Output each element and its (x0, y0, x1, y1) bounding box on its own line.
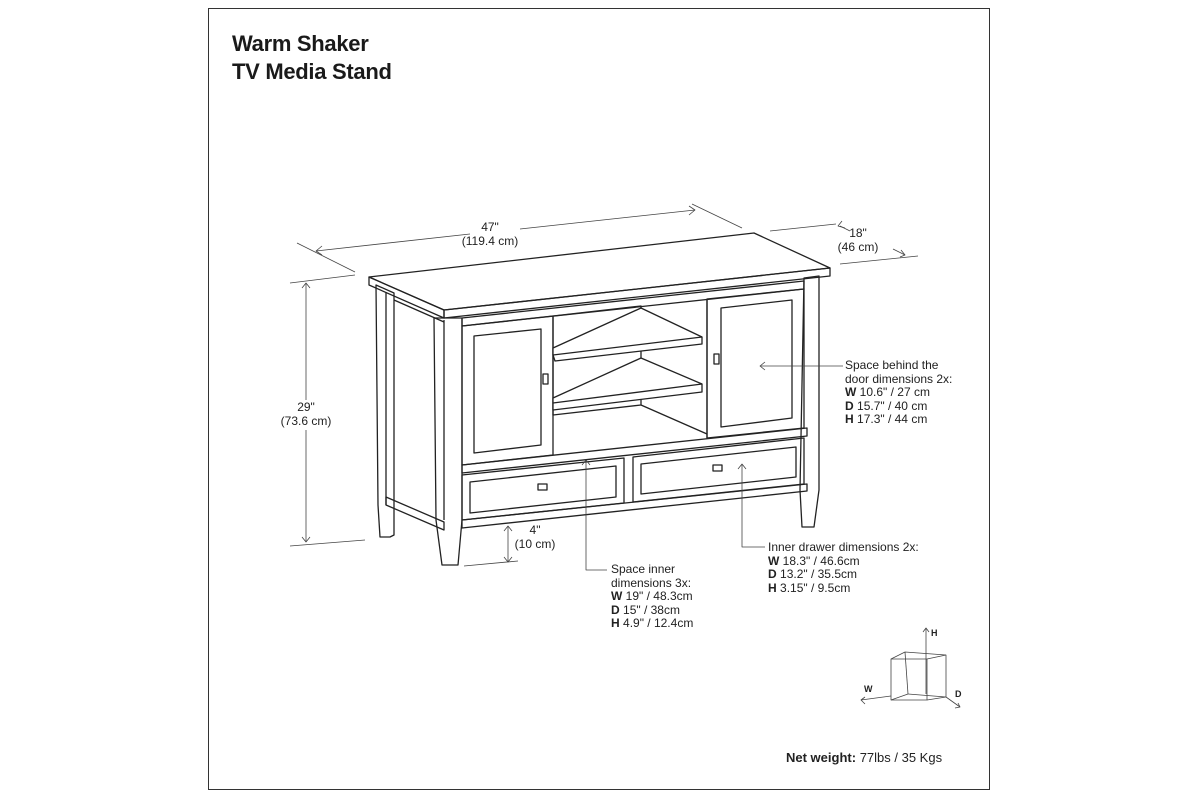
upper-shelf-edge (552, 336, 703, 356)
lower-shelf (552, 357, 703, 411)
d-label: D (611, 602, 620, 617)
drawer-height: 3.15" / 9.5cm (780, 580, 851, 595)
product-title: Warm Shaker TV Media Stand (232, 30, 392, 86)
height-inches: 29" (297, 400, 315, 414)
depth-label: 18"(46 cm) (837, 226, 879, 254)
h-label: H (768, 580, 777, 595)
right-door-handle (713, 353, 720, 365)
height-cm: (73.6 cm) (280, 413, 332, 428)
shelf-callout-line2: dimensions 3x: (611, 575, 692, 590)
w-label: W (845, 385, 857, 399)
title-line-1: Warm Shaker (232, 31, 369, 56)
width-label: 47"(119.4 cm) (461, 220, 519, 248)
left-door (461, 315, 554, 466)
diagram-frame (208, 8, 990, 790)
top-surface (368, 232, 831, 311)
axis-cube-icon (860, 627, 961, 709)
door-height: 17.3" / 44 cm (857, 412, 928, 426)
clearance-label: 4"(10 cm) (514, 523, 556, 551)
height-label: 29"(73.6 cm) (280, 400, 332, 428)
w-label: W (768, 553, 780, 568)
axis-w-label: W (864, 684, 873, 694)
h-label: H (845, 412, 854, 426)
shelf-callout-line1: Space inner (611, 562, 676, 576)
net-weight-value: 77lbs / 35 Kgs (859, 750, 943, 765)
door-callout: Space behind the door dimensions 2x: W 1… (845, 358, 953, 427)
width-cm: (119.4 cm) (461, 233, 519, 248)
drawer-callout-line1: Inner drawer dimensions 2x: (768, 540, 919, 554)
net-weight-label: Net weight: (786, 750, 857, 765)
door-callout-line1: Space behind the (845, 358, 939, 372)
axis-d-label: D (955, 689, 962, 699)
depth-inches: 18" (849, 226, 867, 240)
upper-shelf (552, 307, 703, 362)
shelf-depth: 15" / 38cm (623, 602, 680, 617)
right-door-panel (720, 299, 793, 428)
drawer-callout: Inner drawer dimensions 2x: W 18.3" / 46… (768, 540, 919, 595)
right-drawer-panel (640, 446, 797, 495)
left-drawer-panel (469, 465, 617, 514)
shelf-width: 19" / 48.3cm (625, 589, 693, 603)
clearance-cm: (10 cm) (514, 536, 556, 551)
drawer-width: 18.3" / 46.6cm (782, 553, 860, 568)
door-depth: 15.7" / 40 cm (857, 398, 928, 413)
bottom-rail (461, 483, 808, 529)
width-dimension-lines (289, 203, 919, 571)
shelf-callout: Space inner dimensions 3x: W 19" / 48.3c… (611, 562, 694, 631)
door-callout-line2: door dimensions 2x: (845, 371, 953, 386)
right-drawer-handle (712, 464, 723, 472)
clearance-inches: 4" (529, 523, 541, 537)
left-door-panel (473, 328, 542, 454)
lower-shelf-edge (552, 383, 703, 404)
bottom-shelf-edge (640, 404, 708, 435)
front-right-leg (799, 275, 820, 528)
w-label: W (611, 589, 623, 603)
door-width: 10.6" / 27 cm (859, 385, 930, 399)
back-left-leg (375, 284, 395, 538)
left-drawer-handle (537, 483, 548, 491)
d-label: D (768, 567, 777, 581)
side-bottom-rail (385, 496, 445, 531)
mid-rail (461, 427, 808, 474)
axis-h-label: H (931, 628, 938, 638)
h-label: H (611, 616, 620, 630)
depth-cm: (46 cm) (837, 239, 879, 254)
shelf-height: 4.9" / 12.4cm (623, 616, 694, 630)
net-weight: Net weight: 77lbs / 35 Kgs (786, 750, 942, 765)
d-label: D (845, 398, 854, 413)
title-line-2: TV Media Stand (232, 59, 392, 84)
drawer-depth: 13.2" / 35.5cm (780, 567, 857, 581)
width-inches: 47" (481, 220, 499, 234)
left-door-handle (542, 373, 549, 385)
